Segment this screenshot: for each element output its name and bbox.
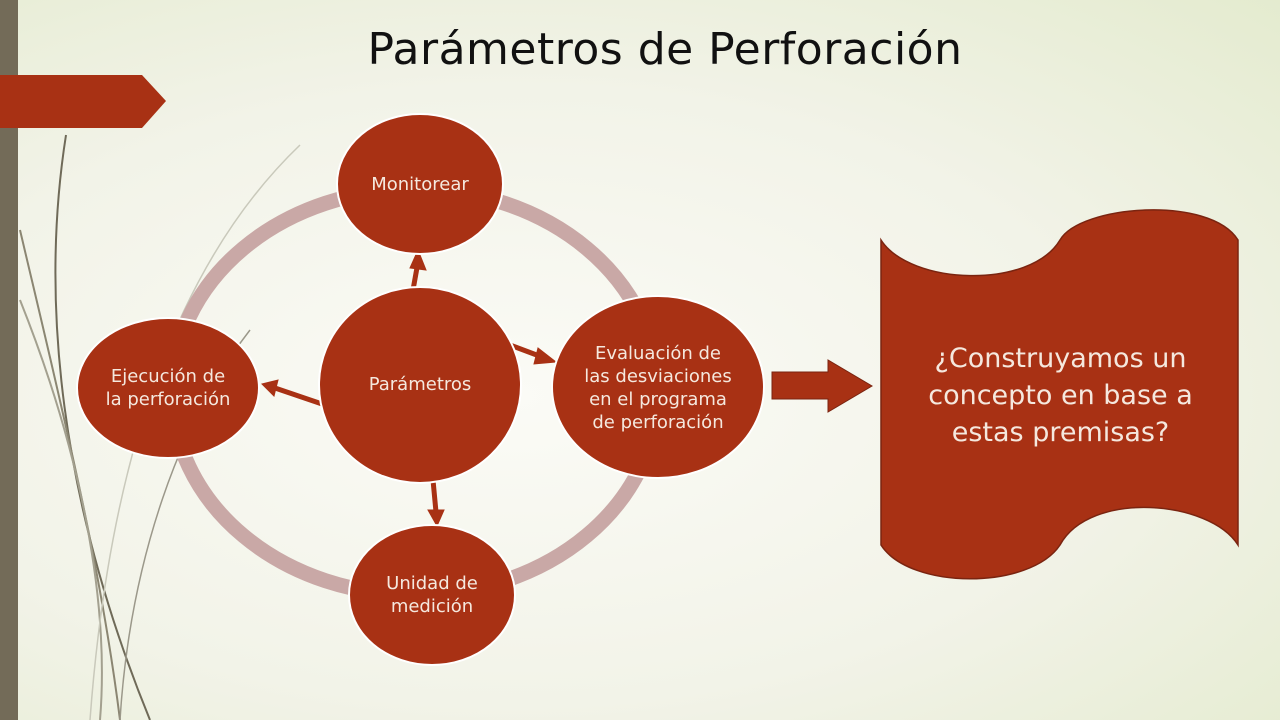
node-evaluacion: Evaluación de las desviaciones en el pro… (584, 342, 732, 433)
slide-title: Parámetros de Perforación (367, 24, 963, 75)
node-monitorear: Monitorear (371, 173, 469, 195)
title-banner-arrow (0, 75, 166, 128)
node-left-shape (76, 317, 260, 459)
node-bottom-shape (348, 524, 516, 666)
diagram-nodes (76, 113, 765, 666)
node-top-shape (336, 113, 504, 255)
callout-wave-shape (880, 209, 1239, 580)
callout-question: ¿Construyamos un concepto en base a esta… (928, 342, 1193, 448)
left-sidebar-stripe (0, 0, 18, 720)
node-parametros: Parámetros (368, 373, 472, 395)
node-unidad: Unidad de medición (386, 573, 478, 617)
node-ejecucion: Ejecución de la perforación (105, 366, 231, 410)
right-arrow-icon (771, 359, 873, 413)
node-right-shape (551, 295, 765, 479)
connector-arrows (261, 248, 558, 528)
node-center-shape (318, 286, 522, 484)
